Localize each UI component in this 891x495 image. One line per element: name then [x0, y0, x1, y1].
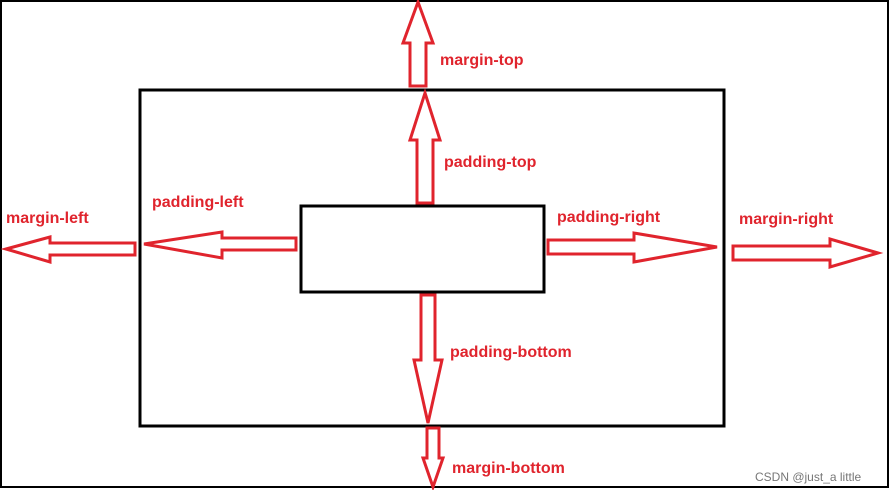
- watermark-text: CSDN @just_a little: [755, 470, 862, 484]
- margin-left-arrow: [0, 235, 137, 265]
- margin-right-label: margin-right: [739, 211, 834, 228]
- padding-top-arrow: [407, 88, 443, 205]
- padding-bottom-label: padding-bottom: [450, 344, 572, 361]
- margin-bottom-label: margin-bottom: [452, 460, 565, 477]
- content-box: [299, 204, 546, 294]
- padding-left-arrow: [143, 230, 298, 260]
- margin-right-arrow: [731, 237, 884, 269]
- margin-bottom-arrow: [420, 426, 446, 492]
- margin-top-label: margin-top: [440, 52, 524, 69]
- padding-right-arrow: [546, 231, 718, 264]
- margin-left-label: margin-left: [6, 210, 89, 227]
- padding-left-label: padding-left: [152, 194, 244, 211]
- padding-right-label: padding-right: [557, 209, 661, 226]
- padding-bottom-arrow: [412, 293, 444, 424]
- margin-top-arrow: [400, 0, 436, 88]
- border-box: [138, 88, 726, 428]
- padding-top-label: padding-top: [444, 154, 537, 171]
